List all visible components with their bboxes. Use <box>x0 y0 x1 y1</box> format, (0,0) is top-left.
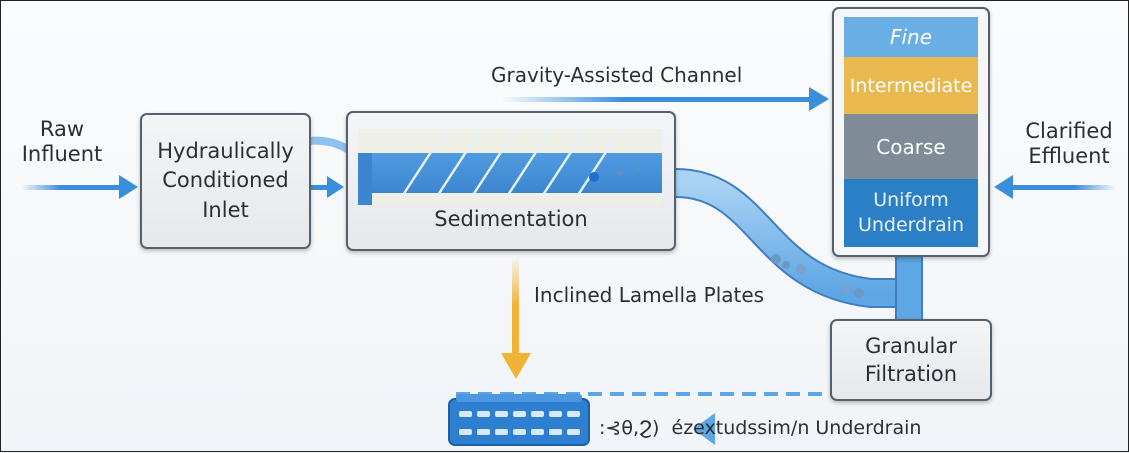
underdrain-arrow-icon <box>693 413 715 445</box>
gravity-channel-label: Gravity-Assisted Channel <box>491 63 743 87</box>
raw-influent-arrow <box>21 175 138 199</box>
filter-layer-underdrain: Uniform Underdrain <box>844 179 978 247</box>
raw-influent-label: Raw Influent <box>21 117 103 167</box>
sedimentation-stage-box[interactable]: Sedimentation <box>346 111 676 251</box>
lamella-plates-label: Inclined Lamella Plates <box>534 283 765 307</box>
lamella-plates-illustration <box>358 129 662 205</box>
inlet-to-sedimentation-arrow <box>303 136 351 198</box>
inlet-stage-box[interactable]: Hydraulically Conditioned Inlet <box>140 113 311 249</box>
sediment-transfer-pipe <box>672 167 901 308</box>
filter-layer-intermediate: Intermediate <box>844 57 978 114</box>
sludge-drop-arrow <box>501 256 531 379</box>
clarified-effluent-label: Clarified Effluent <box>1025 119 1113 169</box>
underdrain-caption: :⊰θ,Ϩ) ézextudssim/n Underdrain <box>599 417 922 439</box>
filter-layer-coarse: Coarse <box>844 114 978 179</box>
filter-layer-fine: Fine <box>844 17 978 57</box>
granular-filtration-box[interactable]: Granular Filtration <box>830 319 992 401</box>
granular-filtration-label: Granular Filtration <box>864 333 958 386</box>
gravity-channel-arrow <box>501 87 829 111</box>
sedimentation-stage-label: Sedimentation <box>434 207 588 231</box>
inlet-stage-label: Hydraulically Conditioned Inlet <box>157 138 294 222</box>
filter-media-column[interactable]: Fine Intermediate Coarse Uniform Underdr… <box>832 7 990 257</box>
clarified-effluent-arrow <box>994 175 1116 199</box>
underdrain-block-icon <box>448 394 590 446</box>
filter-riser-pipe <box>895 254 923 322</box>
